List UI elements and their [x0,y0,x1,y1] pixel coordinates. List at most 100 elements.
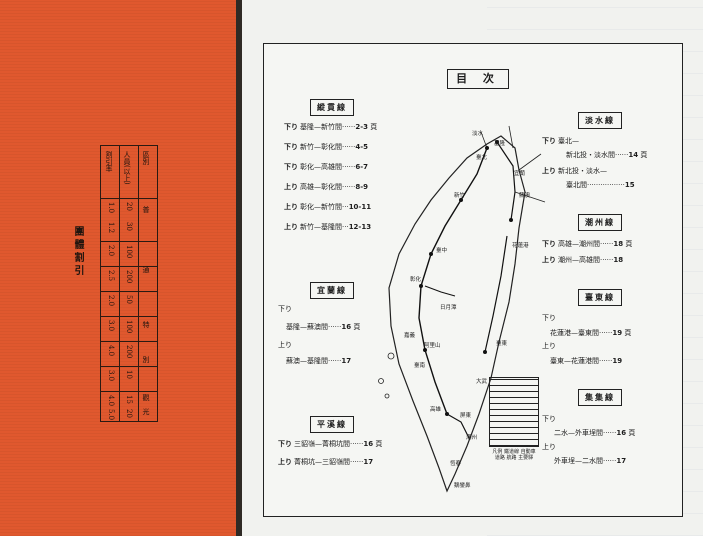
table-divider [138,146,139,421]
header-cell: 區別 [142,151,150,165]
table-cell: 3.0 [107,320,115,332]
toc-entry[interactable]: 二水—外車埕間······16 頁 [554,429,636,437]
toc-entry[interactable]: 新北投・淡水間······14 頁 [566,151,648,159]
toc-entry[interactable]: 花蓮港—臺東間······19 頁 [550,329,632,337]
map-label-dawu: 大武 [476,379,488,385]
station-dot [495,140,499,144]
toc-entry[interactable]: 上り彰化—新竹間···10-11 [284,203,372,211]
toc-entry-direction: 上り [542,342,556,350]
map-label-sun-moon-lake: 日月潭 [440,305,457,311]
table-divider [101,341,157,342]
map-label-kaohsiung: 高雄 [430,407,442,413]
toc-entry-direction: 上り [542,443,556,451]
station-dot [445,412,449,416]
map-legend-text: 凡例 鐵道線 自動車 道路 航路 主要驛 [492,449,536,461]
table-cell: 20 [125,202,133,211]
table-divider [101,241,157,242]
toc-entry-direction: 上り [278,341,292,349]
toc-entry[interactable]: 上り新竹—基隆間···12-13 [284,223,372,231]
line-label-zongguan: 縱貫線 [310,99,354,116]
toc-entry[interactable]: 上り菁桐坑—三貂嶺間······17 [278,458,374,466]
table-cell: 4.0 [107,345,115,357]
table-cell: 200 [125,345,133,359]
table-cell: 30 [125,222,133,231]
header-cell: 割引率 [105,151,113,172]
table-cell: 1.2 [107,222,115,234]
header-cell: 普 [142,206,150,213]
station-dot [485,146,489,150]
toc-entry[interactable]: 下り高雄—潮州間······18 頁 [542,240,633,248]
taiwan-railway-map [378,125,546,493]
header-cell: 別 [142,356,150,363]
line-label-chaozhou: 潮州線 [578,214,622,231]
station-dot [419,284,423,288]
toc-entry[interactable]: 下り新竹—彰化間······4-5 [284,143,369,151]
toc-entry[interactable]: 下り彰化—高雄間······6-7 [284,163,369,171]
yilan-line [496,141,516,221]
toc-entry[interactable]: 下り三貂嶺—菁桐坑間······16 頁 [278,440,383,448]
line-label-jiji: 集集線 [578,389,622,406]
map-label-keelung: 基隆 [494,141,506,147]
fare-table: 區別 人員(以上) 割引率 普 通 特 別 觀 光 20 30 100 200 … [100,145,158,422]
table-cell: 5.0 [107,409,115,421]
table-cell: 15 [125,395,133,404]
table-divider [101,291,157,292]
toc-entry[interactable]: 下り臺北— [542,137,579,145]
toc-entry[interactable]: 下り基隆—新竹間······2-3 頁 [284,123,378,131]
toc-entry[interactable]: 上り新北投・淡水— [542,167,607,175]
table-cell: 3.0 [107,370,115,382]
chaozhou-line [446,413,470,439]
toc-entry[interactable]: 基隆—蘇澳間······16 頁 [286,323,361,331]
map-label-hsinchu: 新竹 [454,193,466,199]
station-dot [509,218,513,222]
toc-entry[interactable]: 外車埕—二水間······17 [554,457,627,465]
header-cell: 人員(以上) [123,151,131,185]
toc-entry[interactable]: 臺北間·················15 [566,181,635,189]
table-divider [101,316,157,317]
table-cell: 10 [125,370,133,379]
map-label-suao: 蘇澳 [519,193,531,199]
toc-entry[interactable]: 臺東—花蓮港間······19 [550,357,623,365]
map-label-eluanbi: 鵝鑾鼻 [454,483,471,489]
table-of-contents-page: 目 次 縱貫線 下り基隆—新竹間······2-3 頁 下り新竹—彰化間····… [242,0,703,536]
leader-lines [508,125,546,203]
station-dot [429,252,433,256]
map-label-danshui: 淡水 [472,131,484,137]
table-cell: 4.0 [107,395,115,407]
table-divider [101,366,157,367]
map-label-pingtung: 屏東 [460,413,472,419]
fare-table-title: 團體割引 [72,226,83,278]
table-cell: 2.0 [107,295,115,307]
map-legend [489,377,539,447]
line-label-danshui: 淡水線 [578,112,622,129]
map-label-hualien: 花蓮港 [512,243,529,249]
jiji-line [424,285,456,297]
table-cell: 2.5 [107,270,115,282]
penghu-island [387,352,395,360]
station-dot [459,198,463,202]
map-label-chiayi: 嘉義 [404,333,416,339]
toc-entry-direction: 下り [542,314,556,322]
table-divider [119,146,120,421]
toc-entry[interactable]: 蘇澳—基隆間······17 [286,357,352,365]
map-label-alishan: 阿里山 [424,343,441,349]
toc-entry[interactable]: 上り高雄—彰化間······8-9 [284,183,369,191]
penghu-island [378,378,384,384]
line-label-taidong: 臺東線 [578,289,622,306]
table-cell: 100 [125,245,133,259]
table-cell: 1.0 [107,202,115,214]
station-dot [423,348,427,352]
penghu-island [384,393,390,399]
toc-entry[interactable]: 上り潮州—高雄間······18 [542,256,624,264]
table-divider [101,391,157,392]
cover-page: 團體割引 區別 人員(以上) 割引率 普 通 特 別 觀 光 20 30 100… [0,0,236,536]
map-label-taichung: 臺中 [436,248,448,254]
header-cell: 觀 [142,394,150,401]
toc-frame: 目 次 縱貫線 下り基隆—新竹間······2-3 頁 下り新竹—彰化間····… [263,43,683,517]
island-outline [388,135,526,493]
map-label-hengchun: 恆春 [450,461,462,467]
map-label-changhua: 彰化 [410,277,422,283]
danshui-line [480,131,488,149]
table-divider [101,198,157,199]
toc-entry-direction: 下り [278,305,292,313]
